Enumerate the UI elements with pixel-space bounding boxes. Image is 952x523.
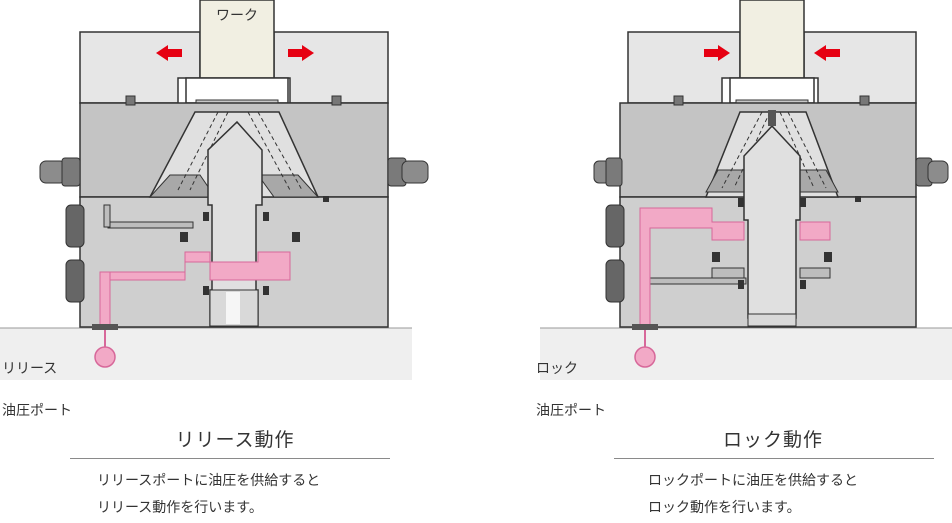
release-title-rule xyxy=(70,458,390,459)
oil-release-chamber xyxy=(109,251,291,281)
side-nipple-right xyxy=(387,157,429,187)
left-plug xyxy=(65,204,85,303)
release-description-line2: リリース動作を行います。 xyxy=(97,500,263,516)
lock-description-line2: ロック動作を行います。 xyxy=(648,500,801,516)
release-port-label: リリース 油圧ポート xyxy=(2,338,72,443)
side-nipple-left xyxy=(39,157,81,187)
jaw-left xyxy=(79,31,201,104)
lock-title: ロック動作 xyxy=(722,429,823,451)
piston-rod xyxy=(743,124,801,319)
work-label: ワーク xyxy=(216,8,258,24)
release-title: リリース動作 xyxy=(175,429,295,451)
lock-port-label-line1: ロック xyxy=(536,361,578,377)
jaw-left xyxy=(627,31,741,104)
arrow-right-in xyxy=(814,45,840,61)
lock-title-rule xyxy=(614,458,934,459)
release-port-label-line1: リリース xyxy=(2,361,58,377)
release-diagram: ワーク xyxy=(0,0,429,380)
release-port-gauge xyxy=(94,346,116,368)
release-description-line1: リリースポートに油圧を供給すると xyxy=(97,473,321,489)
work-holder xyxy=(185,77,289,104)
jaw-right xyxy=(803,31,917,104)
lock-diagram xyxy=(540,0,952,380)
release-description: リリースポートに油圧を供給すると リリース動作を行います。 xyxy=(97,468,320,522)
base-plate xyxy=(540,328,952,380)
lock-port-label-line2: 油圧ポート xyxy=(536,403,606,419)
lock-port-gauge xyxy=(634,346,656,368)
work-piece xyxy=(739,0,805,79)
side-nipple-left xyxy=(593,157,623,187)
arrow-left-out xyxy=(156,45,182,61)
release-port-label-line2: 油圧ポート xyxy=(2,403,72,419)
arrow-left-in xyxy=(704,45,730,61)
work-piece xyxy=(199,0,275,79)
base-plate xyxy=(0,328,412,380)
lock-description: ロックポートに油圧を供給すると ロック動作を行います。 xyxy=(648,468,858,522)
lock-description-line1: ロックポートに油圧を供給すると xyxy=(648,473,858,489)
lock-port-label: ロック 油圧ポート xyxy=(536,338,606,443)
side-nipple-right xyxy=(915,157,949,187)
jaw-right xyxy=(273,31,389,104)
work-holder xyxy=(729,77,815,104)
arrow-right-out xyxy=(288,45,314,61)
left-plug xyxy=(605,204,625,303)
